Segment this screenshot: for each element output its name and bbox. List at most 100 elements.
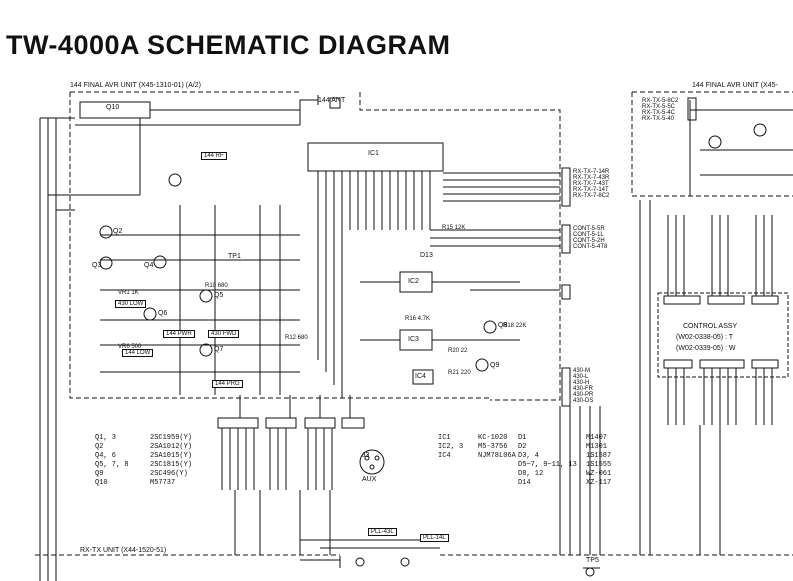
connector-pin: RX-TX-5-4C [642,110,676,116]
label-ic3: IC3 [408,336,419,343]
connector-pin: RX-TX-5-40 [642,116,675,122]
part-value: M5-3756 [478,443,508,451]
label-144-prg: 144 PRG [212,380,243,388]
part-ref: Q1, 3 [95,434,117,442]
label-r16: R16 4.7K [405,316,431,322]
connector-pin: CONT-5-1L [573,232,604,238]
connector-pin: RX-TX-5-8C2 [642,98,679,104]
part-ref: D8, 12 [518,470,544,478]
part-value: 2SC1815(Y) [150,461,193,469]
connector-pin: RX-TX-5-5C [642,104,676,110]
parts-row: IC2, 3 M5-3756 [438,443,516,452]
part-ref: Q2 [95,443,104,451]
part-value: KC-1020 [478,434,508,442]
part-ref: D1 [518,434,527,442]
label-r20: R20 22 [448,348,468,354]
label-r18: R18 22K [503,323,527,329]
label-ant: 144 ANT [318,97,346,104]
label-430-low: 430 LOW [115,300,147,308]
part-ref: Q4, 6 [95,452,117,460]
parts-row: Q5, 7, 8 2SC1815(Y) [95,461,192,470]
label-r15: R15 12K [442,225,466,231]
connector-pin: 430-FR [573,386,594,392]
label-144-rf: 144 RF [201,152,227,160]
part-ref: Q5, 7, 8 [95,461,129,469]
label-q6: Q6 [158,310,168,317]
label-tp5: TP5 [586,557,599,564]
parts-row: IC4 NJM78L06A [438,452,516,461]
part-value: NJM78L06A [478,452,516,460]
parts-row: IC1 KC-1020 [438,434,516,443]
connector-pin: 430-PR [573,392,594,398]
connector-7-labels: CONT-5-5R CONT-5-1L CONT-5-2H CONT-5-4T8 [573,226,607,250]
parts-row: Q2 2SA1012(Y) [95,443,192,452]
connector-pin: 430-L [573,374,589,380]
connector-pin: 430-H [573,380,590,386]
label-ic1: IC1 [368,150,379,157]
connector-pin: RX-TX-7-8C2 [573,193,610,199]
part-ref: D2 [518,443,527,451]
part-ref: IC4 [438,452,451,460]
label-vr1: VR1 1K [118,290,139,296]
part-value: M1301 [586,443,608,451]
label-d13: D13 [420,252,433,259]
part-value: 2SA1012(Y) [150,443,193,451]
parts-row: D2 M1301 [518,443,611,452]
part-value: 2SC1959(Y) [150,434,193,442]
unit-label-final-avr-left: 144 FINAL AVR UNIT (X45-1310-01) (A/2) [70,82,201,89]
label-vr6: VR6 500 [118,344,142,350]
page-title: TW-4000A SCHEMATIC DIAGRAM [6,30,451,60]
connector-pin: RX-TX-7-14R [573,169,610,175]
part-ref: Q10 [95,479,108,487]
connector-pin: CONT-5-4T8 [573,244,608,250]
part-ref: IC2, 3 [438,443,464,451]
label-tp1: TP1 [228,253,241,260]
label-ic4: IC4 [415,373,426,380]
label-aux: AUX [362,476,377,483]
label-r10: R10 680 [205,283,228,289]
connector-pin: RX-TX-7-14T [573,187,609,193]
connector-right-top-labels: RX-TX-5-8C2 RX-TX-5-5C RX-TX-5-4C RX-TX-… [642,98,678,122]
part-ref: IC1 [438,434,451,442]
label-q4: Q4 [144,262,154,269]
part-value: XZ-117 [586,479,612,487]
label-144-low: 144 LOW [122,349,154,357]
connector-pin: 430-M [573,368,591,374]
part-value: WZ-061 [586,470,612,478]
connector-pin: 430-DS [573,398,594,404]
control-assy-line1: (W02-0338-05) : T [676,334,734,341]
parts-row: D8, 12 WZ-061 [518,470,611,479]
control-assy-title: CONTROL ASSY [683,323,738,330]
label-144-pwr: 144 PWR [163,330,195,338]
connector-pin: CONT-5-2H [573,238,605,244]
part-ref: D5~7, 9~11, 13 [518,461,577,469]
part-value: 1S1587 [586,452,612,460]
connector-pin: RX-TX-7-43T [573,181,609,187]
connector-pin: RX-TX-7-43R [573,175,610,181]
connector-9-labels: 430-M 430-L 430-H 430-FR 430-PR 430-DS [573,368,593,404]
label-r21: R21 220 [448,370,471,376]
label-q9: Q9 [490,362,500,369]
label-q7: Q7 [214,346,224,353]
label-430-fwd: 430 FWD [208,330,240,338]
label-pll-43l: PLL-43L [368,528,397,536]
connector-pin: CONT-5-5R [573,226,605,232]
label-pll-14l: PLL-14L [420,534,449,542]
part-ref: Q9 [95,470,104,478]
unit-label-final-avr-right: 144 FINAL AVR UNIT (X45- [692,82,778,89]
parts-row: Q1, 3 2SC1959(Y) [95,434,192,443]
label-q5: Q5 [214,292,224,299]
label-r12: R12 680 [285,335,308,341]
parts-list-ics: IC1 KC-1020 IC2, 3 M5-3756 IC4 NJM78L06A [438,434,516,461]
label-q10: Q10 [106,104,120,111]
